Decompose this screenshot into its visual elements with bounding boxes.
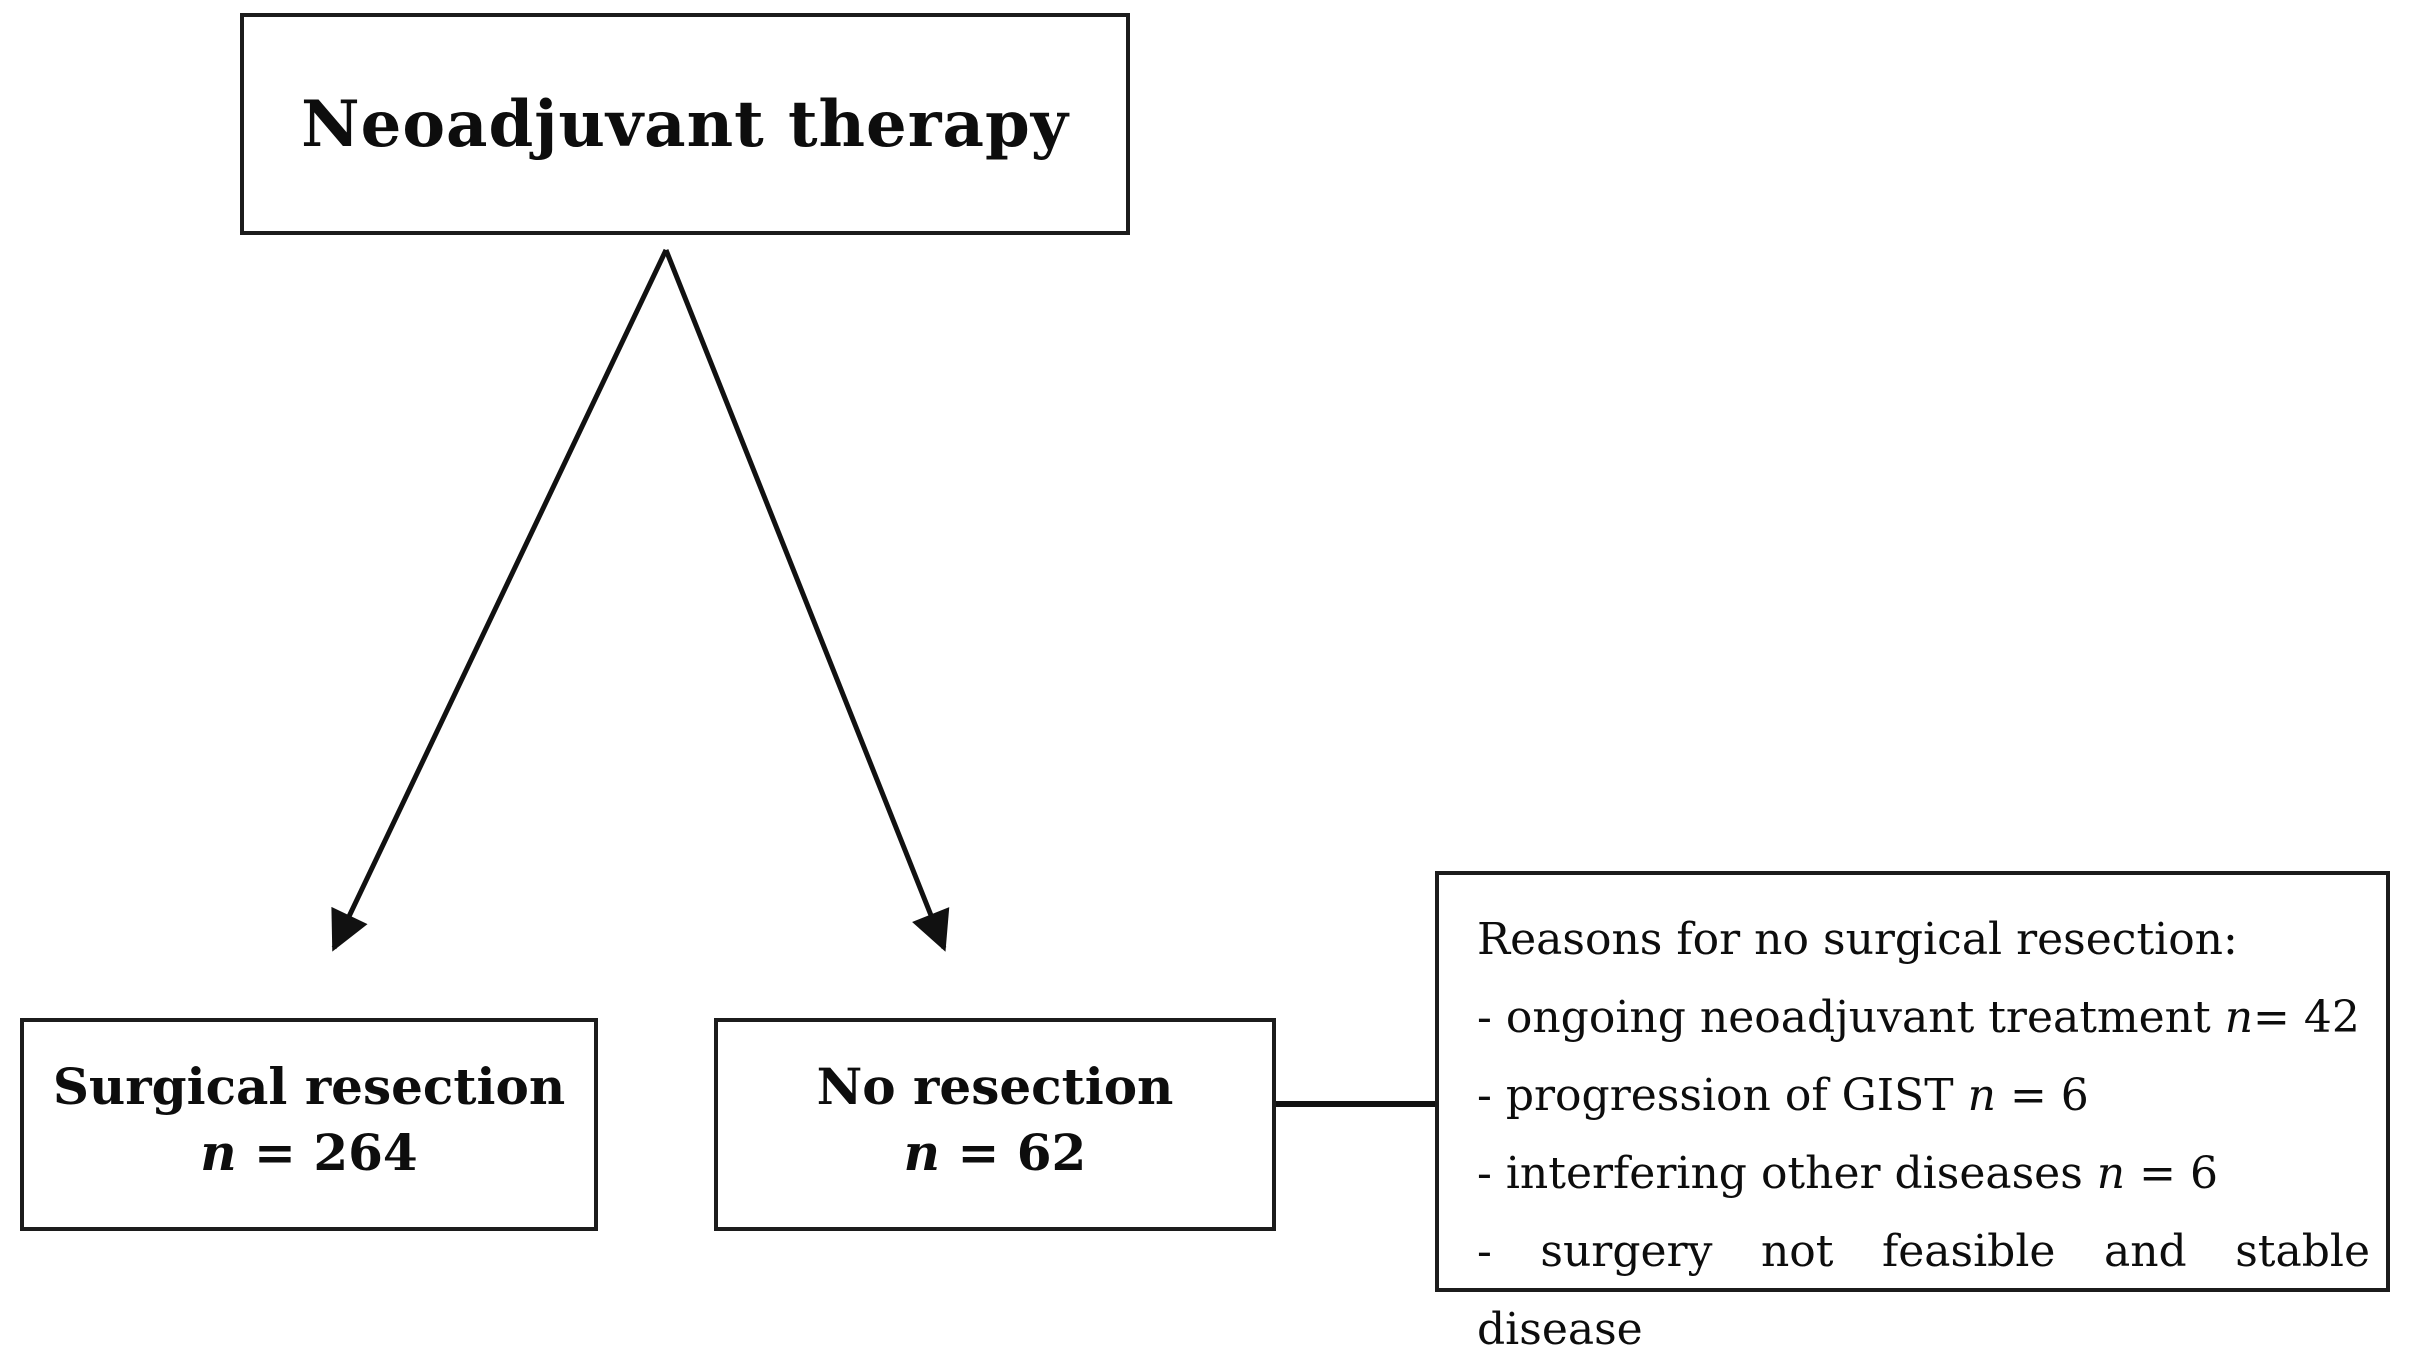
surgical-resection-count: n = 264	[200, 1123, 418, 1182]
neoadjuvant-therapy-node: Neoadjuvant therapy	[240, 13, 1130, 235]
flowchart: Neoadjuvant therapy Surgical resection n…	[20, 13, 2390, 1355]
reason-item-surgery-not-feasible: - surgery not feasible and stable diseas…	[1477, 1226, 2370, 1355]
no-resection-count: n = 62	[903, 1123, 1087, 1182]
surgical-resection-node: Surgical resection n = 264	[20, 1018, 598, 1231]
reason-item-interfering-diseases: - interfering other diseases n = 6	[1477, 1148, 2218, 1199]
reasons-title: Reasons for no surgical resection:	[1477, 914, 2238, 965]
reason-item-progression-gist: - progression of GIST n = 6	[1477, 1070, 2089, 1121]
reason-item-ongoing-treatment: - ongoing neoadjuvant treatment n= 42	[1477, 992, 2360, 1043]
no-resection-label: No resection	[816, 1057, 1174, 1116]
neoadjuvant-therapy-label: Neoadjuvant therapy	[301, 86, 1069, 162]
arrow-to-no-resection	[663, 249, 950, 952]
surgical-resection-label: Surgical resection	[52, 1057, 566, 1116]
no-resection-node: No resection n = 62	[714, 1018, 1276, 1231]
arrow-to-surgical-resection	[331, 248, 669, 952]
reasons-node: Reasons for no surgical resection: - ong…	[1435, 871, 2390, 1355]
